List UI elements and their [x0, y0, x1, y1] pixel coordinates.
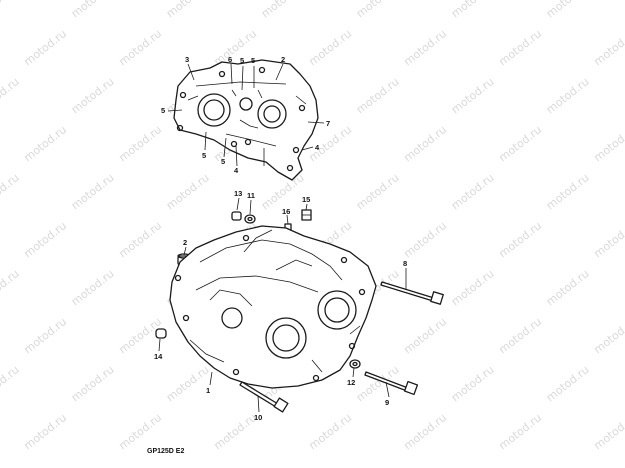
watermark-text: motod.ru — [496, 123, 544, 164]
watermark-text: motod.ru — [544, 363, 592, 404]
watermark-text: motod.ru — [164, 0, 212, 20]
watermark-text: motod.ru — [116, 27, 164, 68]
watermark-text: motod.ru — [591, 315, 625, 356]
watermark-text: motod.ru — [544, 75, 592, 116]
watermark-text: motod.ru — [354, 171, 402, 212]
watermark-text: motod.ru — [496, 219, 544, 260]
callout-5: 5 — [161, 106, 165, 115]
watermark-text: motod.ru — [449, 363, 497, 404]
crankcase-half-top-view — [173, 59, 319, 181]
breather-15 — [301, 209, 312, 221]
callout-14: 14 — [154, 352, 163, 361]
watermark-text: motod.ru — [69, 0, 117, 20]
watermark-text: motod.ru — [21, 27, 69, 68]
callout-12: 12 — [347, 378, 355, 387]
watermark-text: motod.ru — [401, 411, 449, 452]
watermark-text: motod.ru — [544, 267, 592, 308]
watermark-text: motod.ru — [401, 123, 449, 164]
watermark-text: motod.ru — [449, 171, 497, 212]
watermark-text: motod.ru — [496, 315, 544, 356]
callout-10: 10 — [254, 413, 262, 422]
callout-13: 13 — [234, 189, 242, 198]
watermark-text: motod.ru — [401, 27, 449, 68]
callout-3: 3 — [185, 55, 189, 64]
callout-7: 7 — [326, 119, 330, 128]
o-ring-11 — [244, 214, 256, 224]
watermark-text: motod.ru — [591, 219, 625, 260]
watermark-text: motod.ru — [69, 267, 117, 308]
watermark-text: motod.ru — [449, 267, 497, 308]
watermark-text: motod.ru — [69, 171, 117, 212]
watermark-text: motod.ru — [0, 363, 22, 404]
watermark-text: motod.ru — [69, 75, 117, 116]
watermark-text: motod.ru — [164, 171, 212, 212]
watermark-text: motod.ru — [0, 0, 22, 20]
watermark-text: motod.ru — [211, 411, 259, 452]
watermark-text: motod.ru — [0, 75, 22, 116]
callout-2: 2 — [281, 55, 285, 64]
watermark-text: motod.ru — [21, 219, 69, 260]
callout-9: 9 — [385, 398, 389, 407]
callout-5: 5 — [221, 157, 225, 166]
callout-16: 16 — [282, 207, 290, 216]
watermark-text: motod.ru — [544, 0, 592, 20]
callout-4: 4 — [315, 143, 320, 152]
callout-5: 5 — [240, 56, 244, 65]
diagram-code: GP125D E2 — [147, 448, 184, 455]
watermark-text: motod.ru — [401, 219, 449, 260]
watermark-text: motod.ru — [496, 411, 544, 452]
top-callout-leaders — [167, 63, 325, 167]
watermark-text: motod.ru — [164, 363, 212, 404]
watermark-text: motod.ru — [354, 75, 402, 116]
callout-1: 1 — [206, 386, 210, 395]
watermark-text: motod.ru — [306, 411, 354, 452]
callout-2: 2 — [183, 238, 187, 247]
callout-6: 6 — [228, 55, 232, 64]
watermark-text: motod.ru — [116, 411, 164, 452]
watermark-text: motod.ru — [496, 27, 544, 68]
callout-11: 11 — [247, 191, 255, 200]
watermark-text: motod.ru — [0, 171, 22, 212]
watermark-text: motod.ru — [69, 363, 117, 404]
lower-callout-leaders — [158, 197, 407, 413]
bolt-8 — [380, 281, 444, 305]
watermark-text: motod.ru — [259, 0, 307, 20]
callout-5: 5 — [202, 151, 206, 160]
watermark-text: motod.ru — [0, 267, 22, 308]
callout-8: 8 — [403, 259, 407, 268]
callout-15: 15 — [302, 195, 310, 204]
watermark-text: motod.ru — [591, 123, 625, 164]
crankcase-assembly — [169, 225, 377, 389]
watermark-text: motod.ru — [544, 171, 592, 212]
watermark-text: motod.ru — [116, 219, 164, 260]
watermark-text: motod.ru — [591, 411, 625, 452]
watermark-text: motod.ru — [306, 27, 354, 68]
bolt-10 — [239, 381, 289, 413]
callout-numbers: 3 6 5 5 2 5 7 5 5 4 4 13 11 15 16 2 8 14… — [154, 55, 407, 422]
watermark-text: motod.ru — [449, 75, 497, 116]
dowel-pin-13 — [231, 211, 242, 221]
washer-12 — [349, 359, 361, 369]
watermark-text: motod.ru — [21, 123, 69, 164]
plug-14 — [155, 328, 167, 339]
watermark-text: motod.ru — [116, 123, 164, 164]
watermark-text: motod.ru — [591, 27, 625, 68]
watermark-text: motod.ru — [21, 315, 69, 356]
watermark-text: motod.ru — [449, 0, 497, 20]
watermark-text: motod.ru — [21, 411, 69, 452]
bolt-9 — [364, 371, 419, 396]
callout-5: 5 — [251, 56, 255, 65]
callout-4: 4 — [234, 166, 239, 175]
watermark-text: motod.ru — [401, 315, 449, 356]
watermark-text: motod.ru — [354, 0, 402, 20]
